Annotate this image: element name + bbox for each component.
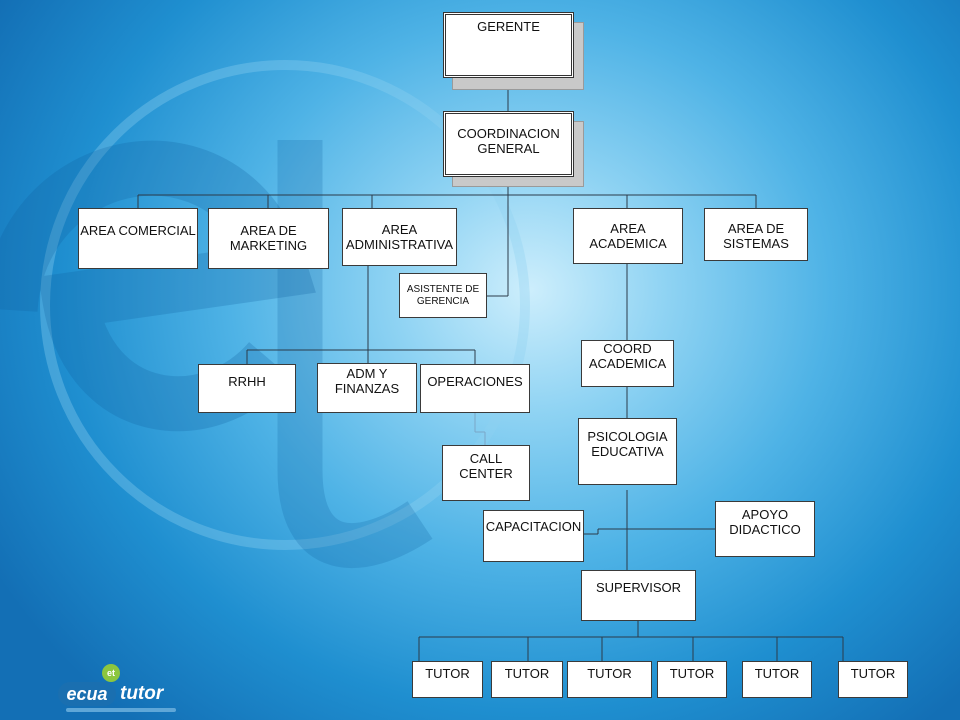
area-marketing-box[interactable]: AREA DE MARKETING (208, 208, 329, 269)
adm-finanzas-line1: ADM Y (346, 366, 388, 381)
logo-word-tutor: tutor (120, 683, 164, 704)
asistente-gerencia-box[interactable]: ASISTENTE DE GERENCIA (399, 273, 487, 318)
area-academica-line1: AREA (610, 221, 646, 236)
tutor-box-3[interactable]: TUTOR (567, 661, 652, 698)
tutor-box-4[interactable]: TUTOR (657, 661, 727, 698)
tutor-label: TUTOR (587, 666, 632, 681)
apoyo-didactico-line2: DIDACTICO (729, 522, 801, 537)
call-center-line2: CENTER (459, 466, 513, 481)
coord-academica-box[interactable]: COORD ACADEMICA (581, 340, 674, 387)
area-sistemas-line1: AREA DE (727, 221, 785, 236)
supervisor-box[interactable]: SUPERVISOR (581, 570, 696, 621)
gerente-box[interactable]: GERENTE (443, 12, 574, 78)
apoyo-didactico-box[interactable]: APOYO DIDACTICO (715, 501, 815, 557)
logo-tagline-bar (66, 708, 176, 712)
logo-word-ecua: ecua (58, 682, 116, 706)
capacitacion-label: CAPACITACION (485, 519, 582, 534)
area-comercial-box[interactable]: AREA COMERCIAL (78, 208, 198, 269)
asistente-gerencia-line1: ASISTENTE DE (406, 284, 480, 295)
area-sistemas-line2: SISTEMAS (723, 236, 789, 251)
tutor-box-2[interactable]: TUTOR (491, 661, 563, 698)
area-marketing-line1: AREA DE (240, 223, 297, 238)
tutor-label: TUTOR (669, 666, 715, 681)
area-comercial-label: AREA COMERCIAL (80, 223, 196, 238)
area-administrativa-box[interactable]: AREA ADMINISTRATIVA (342, 208, 457, 266)
supervisor-label: SUPERVISOR (595, 580, 681, 595)
tutor-label: TUTOR (504, 666, 550, 681)
psicologia-educativa-line2: EDUCATIVA (591, 444, 664, 459)
adm-finanzas-line2: FINANZAS (334, 381, 400, 396)
coordinacion-general-line2: GENERAL (477, 141, 540, 156)
operaciones-label: OPERACIONES (427, 374, 523, 389)
tutor-box-1[interactable]: TUTOR (412, 661, 483, 698)
area-marketing-line2: MARKETING (229, 238, 308, 253)
tutor-label: TUTOR (425, 666, 470, 681)
coord-academica-line1: COORD (603, 341, 652, 356)
coord-academica-line2: ACADEMICA (588, 356, 667, 371)
adm-finanzas-box[interactable]: ADM Y FINANZAS (317, 363, 417, 413)
apoyo-didactico-line1: APOYO (741, 507, 789, 522)
tutor-box-5[interactable]: TUTOR (742, 661, 812, 698)
coordinacion-general-box[interactable]: COORDINACION GENERAL (443, 111, 574, 177)
area-administrativa-line2: ADMINISTRATIVA (345, 237, 454, 252)
call-center-line1: CALL (469, 451, 503, 466)
operaciones-box[interactable]: OPERACIONES (420, 364, 530, 413)
coordinacion-general-line1: COORDINACION (457, 126, 560, 141)
psicologia-educativa-box[interactable]: PSICOLOGIA EDUCATIVA (578, 418, 677, 485)
call-center-box[interactable]: CALL CENTER (442, 445, 530, 501)
gerente-label: GERENTE (477, 19, 540, 34)
ecuatutor-logo: et ecua tutor (52, 664, 182, 716)
area-sistemas-box[interactable]: AREA DE SISTEMAS (704, 208, 808, 261)
rrhh-box[interactable]: RRHH (198, 364, 296, 413)
psicologia-educativa-line1: PSICOLOGIA (587, 429, 668, 444)
asistente-gerencia-line2: GERENCIA (416, 296, 470, 307)
rrhh-label: RRHH (228, 374, 266, 389)
tutor-box-6[interactable]: TUTOR (838, 661, 908, 698)
capacitacion-box[interactable]: CAPACITACION (483, 510, 584, 562)
logo-badge: et (102, 664, 120, 682)
area-administrativa-line1: AREA (381, 222, 418, 237)
tutor-label: TUTOR (850, 666, 896, 681)
tutor-label: TUTOR (754, 666, 800, 681)
area-academica-box[interactable]: AREA ACADEMICA (573, 208, 683, 264)
area-academica-line2: ACADEMICA (589, 236, 667, 251)
